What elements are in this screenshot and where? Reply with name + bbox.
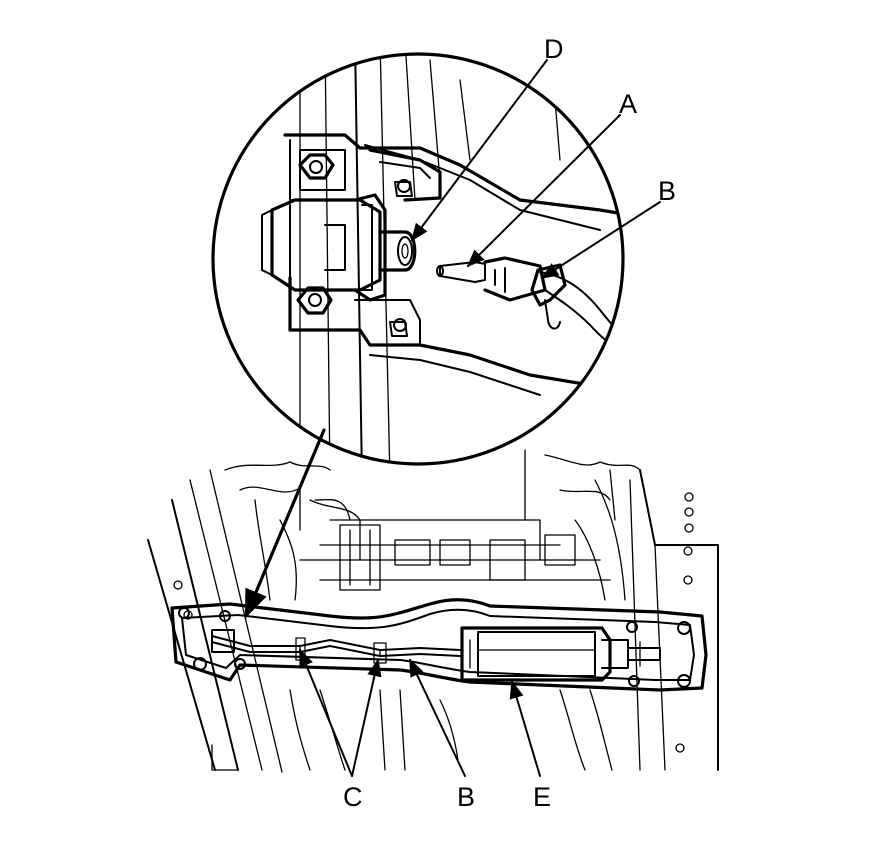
- lower-assembly: [147, 449, 719, 773]
- callout-labels: D A B C B E: [343, 34, 676, 812]
- detail-circle: [211, 52, 625, 466]
- leader-line-c-right: [351, 658, 382, 777]
- label-b-bottom: B: [457, 782, 475, 812]
- label-b-top: B: [658, 176, 676, 206]
- leader-line-d: [410, 59, 548, 242]
- label-e: E: [533, 782, 551, 812]
- label-a: A: [619, 89, 637, 119]
- leader-line-c-left: [299, 648, 353, 777]
- label-d: D: [544, 34, 564, 64]
- leader-lines: [299, 59, 661, 777]
- leader-line-a: [466, 114, 621, 268]
- label-c: C: [343, 782, 363, 812]
- detail-callout: [211, 52, 625, 466]
- callout-connector-line: [244, 428, 326, 619]
- leader-line-b-bottom: [409, 658, 466, 777]
- leader-line-e: [509, 680, 541, 777]
- leader-line-b-top: [540, 201, 661, 279]
